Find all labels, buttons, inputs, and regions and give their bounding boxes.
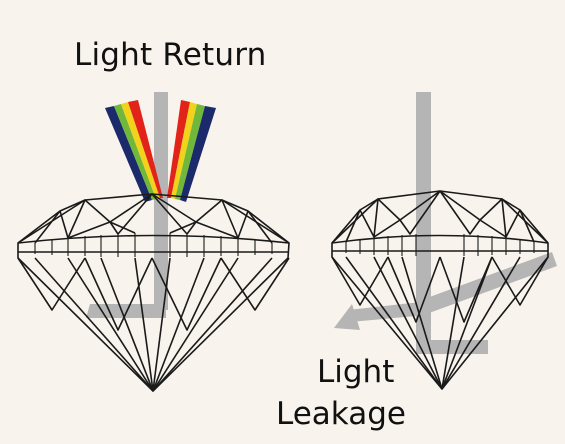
internal-reflection-beam — [86, 304, 166, 318]
leak-arrow-head — [334, 304, 360, 330]
ideal-cut-diamond — [17, 193, 290, 392]
incoming-beam-right — [416, 92, 431, 354]
light-leakage-beams — [334, 92, 557, 354]
light-leakage-label-line2: Leakage — [276, 396, 406, 432]
light-return-label: Light Return — [74, 37, 267, 73]
incoming-beam-left — [154, 92, 168, 310]
side-leak-beam — [416, 252, 557, 316]
spectrum-rays-left — [105, 100, 163, 202]
poor-cut-diamond — [331, 190, 549, 390]
light-leakage-label-line1: Light — [317, 354, 395, 390]
leak-exit-beam — [348, 302, 421, 322]
light-return-beams — [86, 92, 168, 318]
spectrum-rays-right — [167, 100, 216, 202]
bottom-leak-beam — [416, 340, 488, 354]
